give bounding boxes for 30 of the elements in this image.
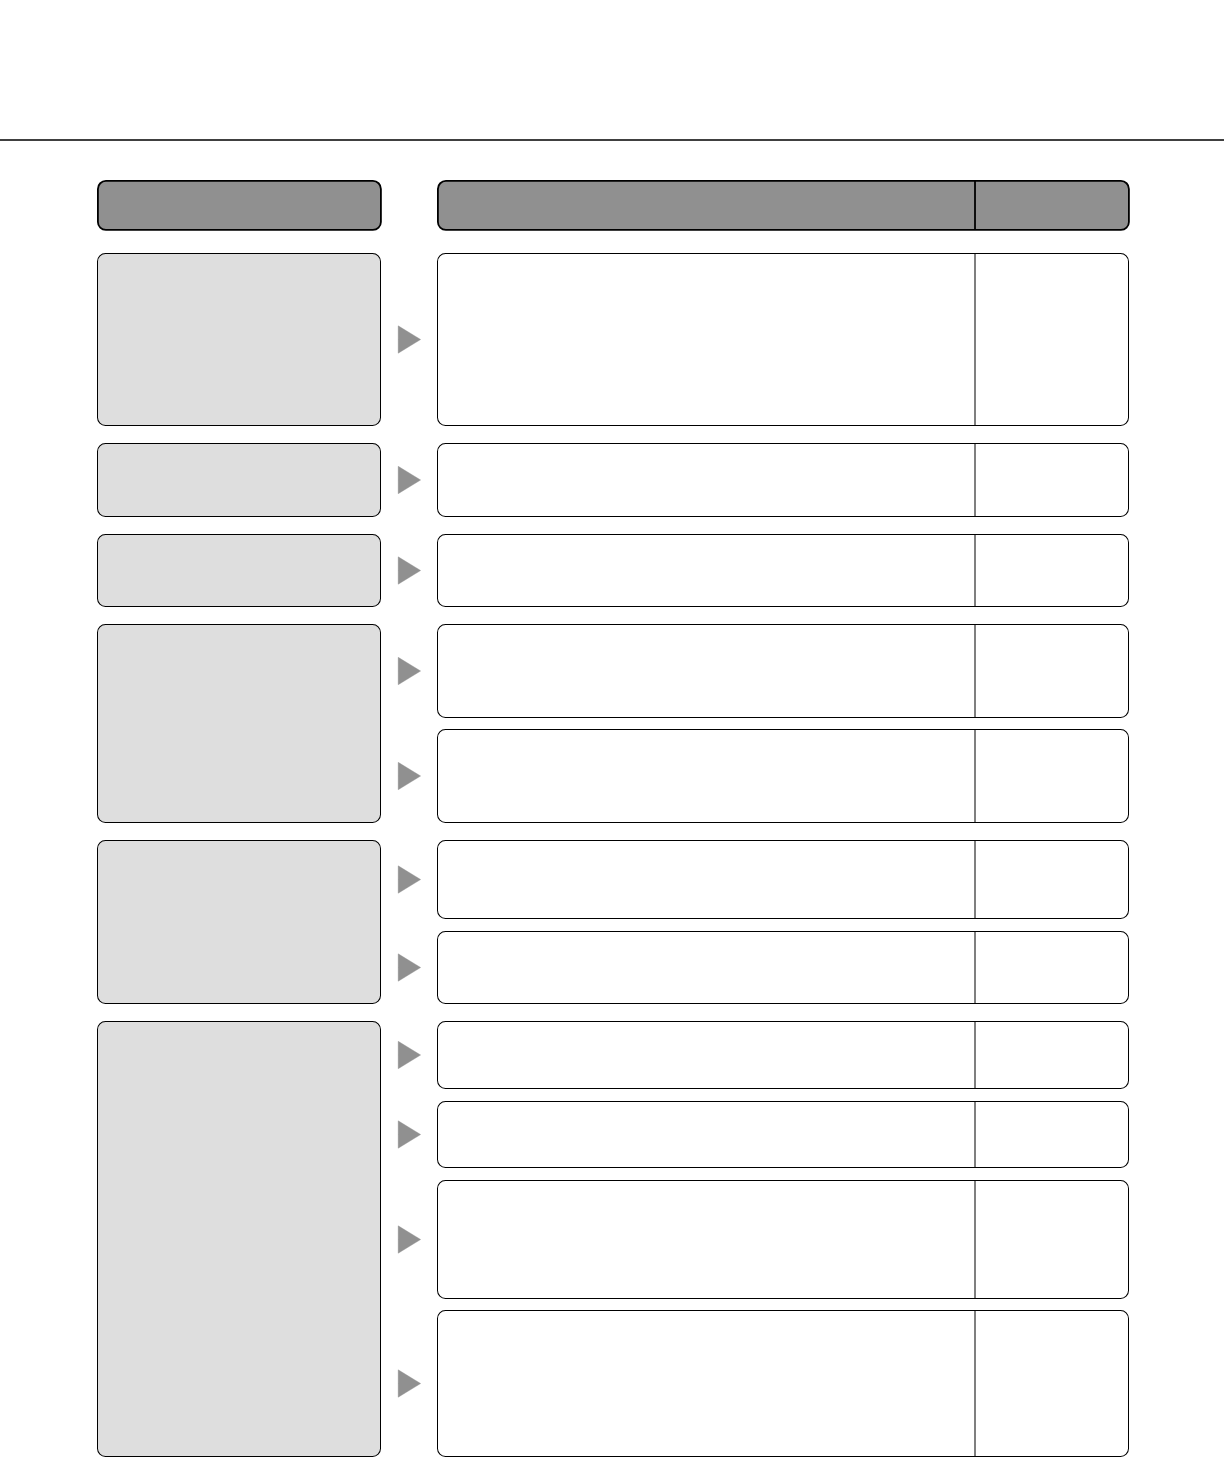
shaded-box bbox=[97, 443, 381, 517]
shaded-box bbox=[97, 253, 381, 426]
arrow bbox=[397, 953, 421, 982]
arrow bbox=[397, 1041, 421, 1069]
row-box bbox=[437, 442, 1129, 517]
row-box bbox=[437, 1179, 1129, 1299]
arrow bbox=[397, 325, 421, 354]
row-box bbox=[437, 728, 1129, 823]
shaded-box bbox=[97, 534, 381, 607]
arrow bbox=[397, 1120, 421, 1149]
row-box bbox=[437, 1309, 1129, 1457]
row-box bbox=[437, 1020, 1129, 1089]
row-box bbox=[437, 623, 1129, 718]
arrow bbox=[397, 762, 421, 790]
arrow bbox=[397, 865, 421, 894]
row-box bbox=[437, 252, 1129, 426]
header-bar bbox=[437, 179, 1130, 231]
arrow bbox=[397, 657, 421, 685]
row-box bbox=[437, 930, 1129, 1004]
row-box bbox=[437, 839, 1129, 919]
header-bar bbox=[97, 180, 382, 231]
shaded-box bbox=[97, 1021, 381, 1457]
arrow bbox=[397, 556, 421, 585]
arrow bbox=[397, 466, 421, 494]
shaded-box bbox=[97, 840, 381, 1004]
arrow bbox=[397, 1225, 421, 1254]
shaded-box bbox=[97, 624, 381, 823]
row-box bbox=[437, 533, 1129, 607]
arrow bbox=[397, 1369, 421, 1398]
row-box bbox=[437, 1100, 1129, 1168]
